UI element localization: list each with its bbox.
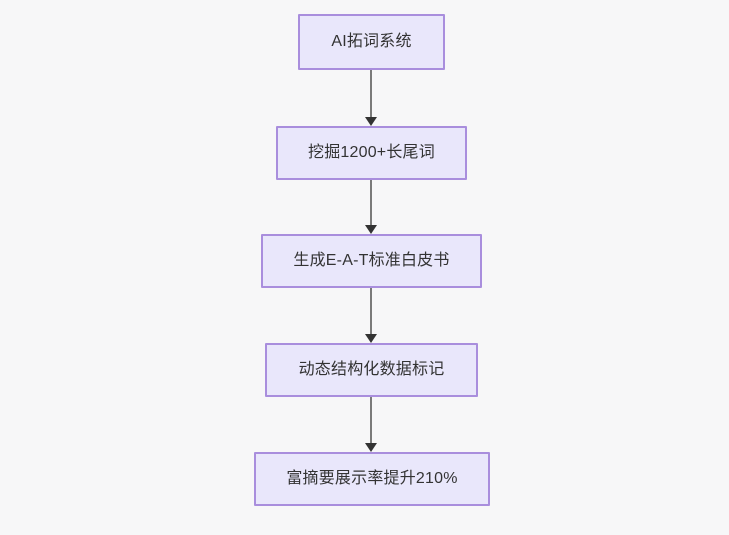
flow-node-ai-keyword-system[interactable]: AI拓词系统: [298, 14, 445, 70]
flow-node-rich-snippet-result[interactable]: 富摘要展示率提升210%: [254, 452, 490, 506]
flow-node-label: AI拓词系统: [331, 33, 412, 51]
flow-edge-2-3: [356, 180, 386, 234]
flow-edge-3-4: [356, 288, 386, 343]
flow-node-structured-data-markup[interactable]: 动态结构化数据标记: [265, 343, 478, 397]
flow-edge-4-5: [356, 397, 386, 452]
flow-node-label: 生成E-A-T标准白皮书: [293, 252, 450, 270]
edge-line: [370, 397, 372, 444]
flow-node-label: 挖掘1200+长尾词: [308, 144, 435, 162]
flow-edge-1-2: [356, 70, 386, 126]
edge-line: [370, 70, 372, 118]
arrow-head-icon: [365, 225, 377, 234]
edge-line: [370, 288, 372, 335]
flow-node-label: 动态结构化数据标记: [298, 361, 445, 379]
arrow-head-icon: [365, 117, 377, 126]
arrow-head-icon: [365, 443, 377, 452]
edge-line: [370, 180, 372, 226]
arrow-head-icon: [365, 334, 377, 343]
flow-node-label: 富摘要展示率提升210%: [286, 470, 458, 488]
flow-node-eat-whitepaper[interactable]: 生成E-A-T标准白皮书: [261, 234, 482, 288]
flow-node-longtail-keywords[interactable]: 挖掘1200+长尾词: [276, 126, 467, 180]
